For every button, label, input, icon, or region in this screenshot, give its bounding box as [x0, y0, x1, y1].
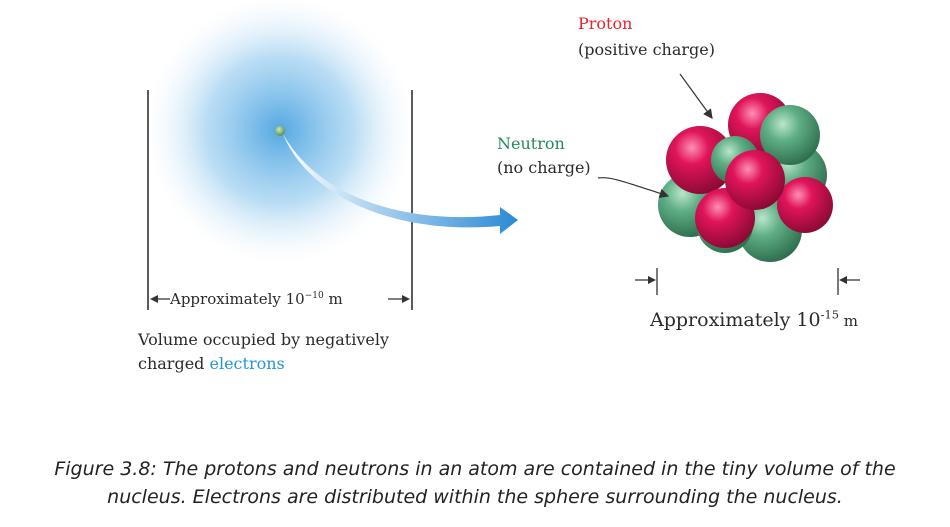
nucleus-dot	[275, 126, 285, 136]
neutron-pointer	[597, 177, 670, 198]
figure-caption: Figure 3.8: The protons and neutrons in …	[10, 455, 940, 511]
proton-pointer	[679, 73, 713, 119]
electron-width-unit: m	[323, 290, 343, 308]
zoom-arrow	[283, 134, 518, 234]
proton-sphere	[725, 150, 785, 210]
neutron-description: (no charge)	[497, 158, 591, 177]
nucleus-width-prefix: Approximately 10	[650, 309, 821, 331]
neutron-label: Neutron	[497, 134, 565, 153]
volume-caption-line2: charged electrons	[138, 354, 285, 374]
caption-line1: Figure 3.8: The protons and neutrons in …	[54, 458, 896, 480]
proton-label: Proton	[578, 14, 633, 33]
nucleus-width-exponent: -15	[820, 307, 839, 322]
nucleus-width-unit: m	[838, 312, 858, 330]
nucleus-arrowhead-left	[648, 276, 656, 284]
neutron-sphere	[760, 105, 820, 165]
proton-sphere	[666, 126, 734, 194]
nucleus	[658, 93, 833, 262]
volume-caption-line1: Volume occupied by negatively	[138, 330, 390, 349]
electron-width-prefix: Approximately 10	[170, 290, 305, 308]
nucleus-arrowhead-right	[839, 276, 847, 284]
electron-width-label: Approximately 10−10 m	[170, 289, 343, 309]
electron-width-exponent: −10	[304, 291, 324, 301]
electrons-highlight: electrons	[209, 354, 285, 373]
caption-line2: nucleus. Electrons are distributed withi…	[107, 486, 843, 508]
electron-width-arrowhead-right	[402, 295, 410, 303]
nucleus-width-label: Approximately 10-15 m	[650, 307, 858, 331]
proton-description: (positive charge)	[578, 40, 715, 59]
electron-width-arrowhead-left	[150, 295, 158, 303]
volume-line2-prefix: charged	[138, 354, 210, 373]
proton-sphere	[777, 177, 833, 233]
